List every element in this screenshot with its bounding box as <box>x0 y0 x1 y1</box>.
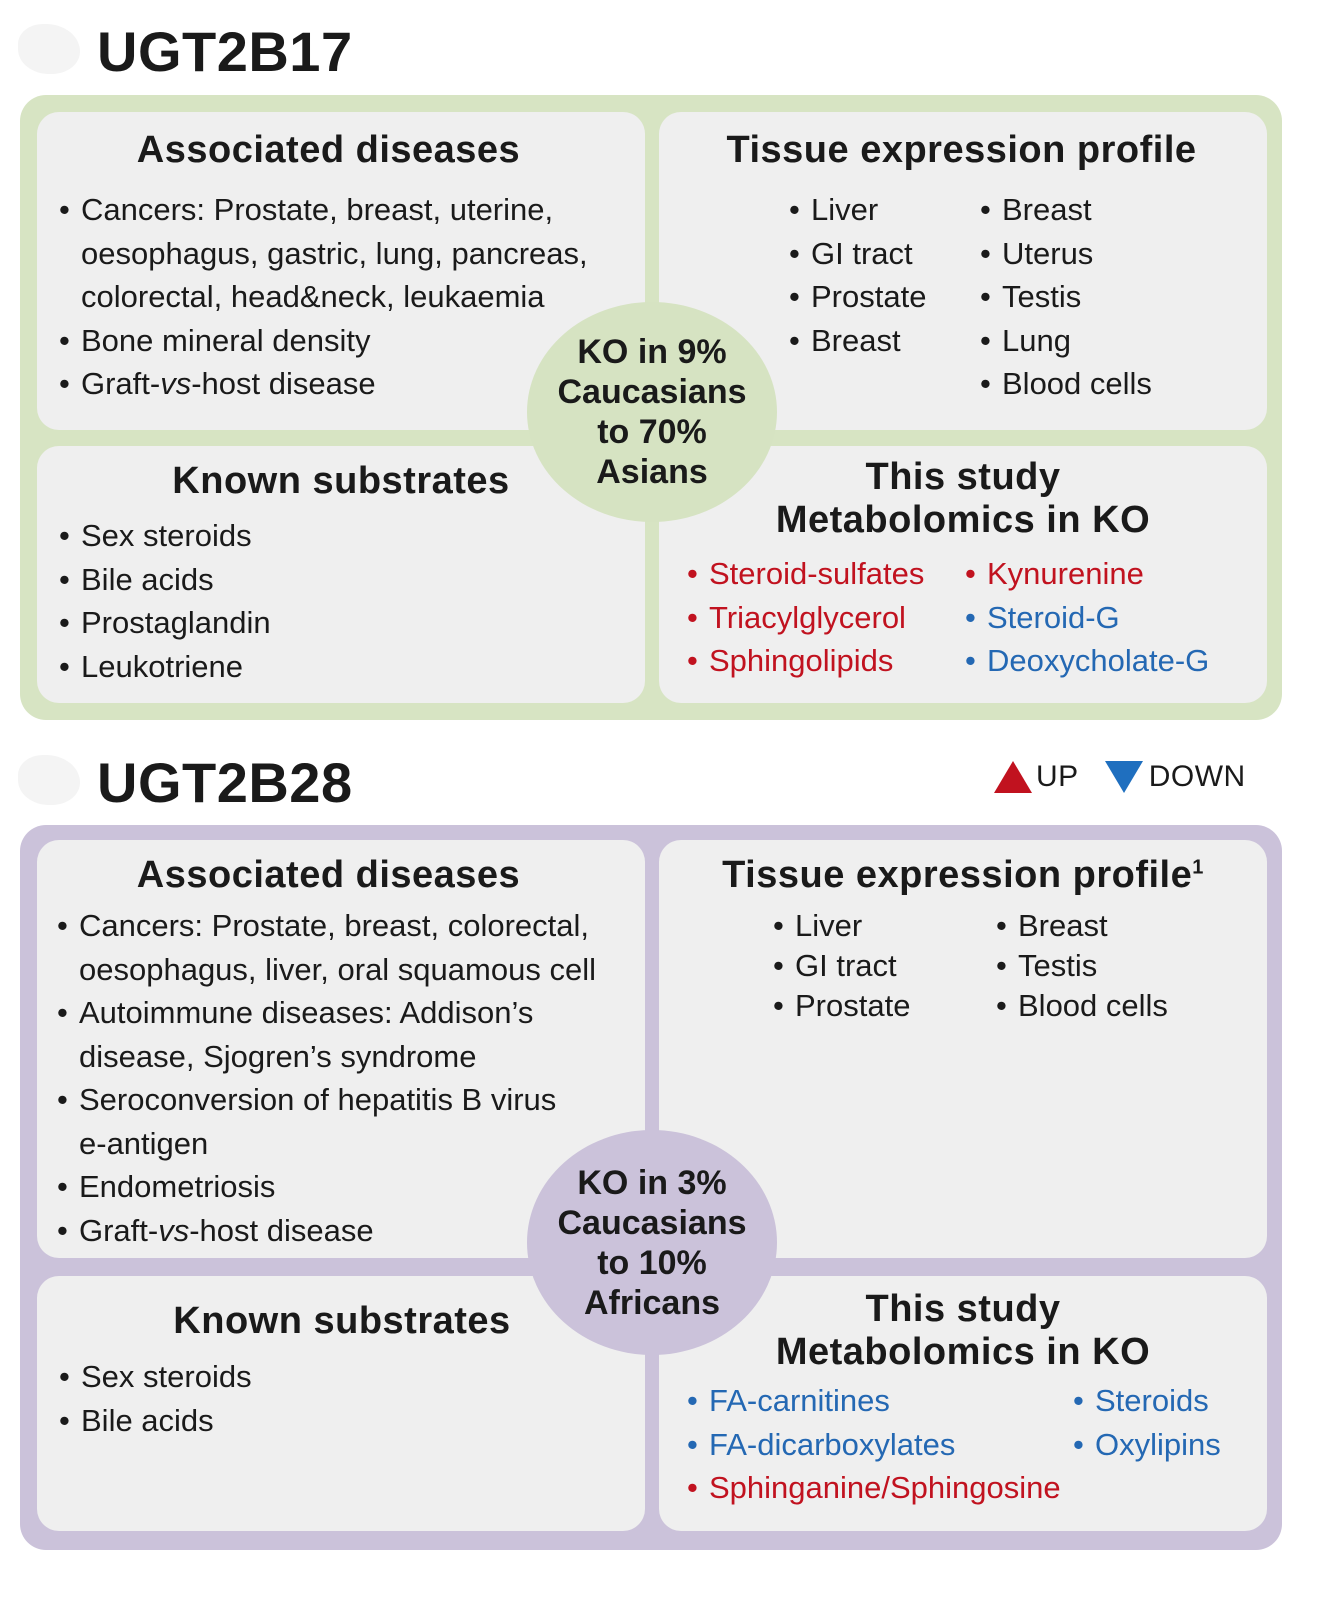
ugt2b17-substrates-panel: Known substrates Sex steroids Bile acids… <box>37 446 645 703</box>
list-item: Graft-vs-host disease <box>59 362 588 406</box>
list-item: Prostate <box>789 275 926 319</box>
legend-up-label: UP <box>1036 760 1079 793</box>
ugt2b17-study-panel: This study Metabolomics in KO Steroid-su… <box>659 446 1267 703</box>
study-title-line2: Metabolomics in KO <box>775 499 1151 541</box>
list-item: Lung <box>980 319 1152 363</box>
list-item: Uterus <box>980 232 1152 276</box>
ugt2b17-tissue-panel: Tissue expression profile Liver GI tract… <box>659 112 1267 430</box>
triangle-down-icon <box>1104 761 1143 793</box>
list-item: Bile acids <box>59 558 271 602</box>
list-item: Oxylipins <box>1073 1423 1221 1467</box>
list-item: Sex steroids <box>59 514 271 558</box>
list-item: Blood cells <box>996 986 1168 1026</box>
panel-title: Associated diseases <box>136 854 521 896</box>
legend: UP DOWN <box>994 760 1246 794</box>
list-item: Testis <box>996 946 1168 986</box>
list-item: Prostate <box>773 986 910 1026</box>
list-item: Steroid-sulfates <box>687 552 924 596</box>
footnote-marker: 1 <box>1192 856 1204 879</box>
list-item: Autoimmune diseases: Addison’s disease, … <box>57 991 596 1078</box>
list-item: Sphinganine/Sphingosine <box>687 1466 1061 1510</box>
list-item: Bile acids <box>59 1399 252 1443</box>
list-item: Sex steroids <box>59 1355 252 1399</box>
triangle-up-icon <box>994 761 1032 793</box>
ugt2b28-substrates-panel: Known substrates Sex steroids Bile acids <box>37 1276 645 1531</box>
panel-title: Known substrates <box>172 460 510 502</box>
list-item: Steroids <box>1073 1379 1221 1423</box>
list-item: Breast <box>789 319 926 363</box>
study-list-col1: FA-carnitines FA-dicarboxylates Sphingan… <box>687 1379 1061 1510</box>
list-item: Prostaglandin <box>59 601 271 645</box>
list-item: FA-dicarboxylates <box>687 1423 1061 1467</box>
study-list-col1: Steroid-sulfates Triacylglycerol Sphingo… <box>687 552 924 683</box>
study-title-line1: This study <box>865 1288 1061 1330</box>
ko-line: to 10% <box>597 1243 707 1282</box>
list-item: Leukotriene <box>59 645 271 689</box>
list-item: Cancers: Prostate, breast, uterine, oeso… <box>59 188 588 319</box>
title-blob-ugt2b17 <box>18 24 80 74</box>
ko-frequency-circle-ugt2b17: KO in 9% Caucasians to 70% Asians <box>527 302 777 522</box>
ko-frequency-circle-ugt2b28: KO in 3% Caucasians to 10% Africans <box>527 1130 777 1355</box>
tissue-list-col2: Breast Testis Blood cells <box>996 906 1168 1026</box>
list-item: Sphingolipids <box>687 639 924 683</box>
gene-title-ugt2b28: UGT2B28 <box>97 751 353 814</box>
tissue-list-col1: Liver GI tract Prostate <box>773 906 910 1026</box>
substrate-list: Sex steroids Bile acids Prostaglandin Le… <box>59 514 271 688</box>
list-item: FA-carnitines <box>687 1379 1061 1423</box>
study-list-col2: Kynurenine Steroid-G Deoxycholate-G <box>965 552 1209 683</box>
ko-line: Africans <box>583 1283 721 1322</box>
gene-title-ugt2b17: UGT2B17 <box>97 20 353 83</box>
study-title-line2: Metabolomics in KO <box>775 1331 1151 1373</box>
list-item: Breast <box>996 906 1168 946</box>
panel-title: Tissue expression profile1 <box>722 854 1204 896</box>
list-item: Bone mineral density <box>59 319 588 363</box>
panel-title: Tissue expression profile <box>726 129 1197 171</box>
ko-line: to 70% <box>597 413 707 451</box>
panel-title: Known substrates <box>173 1300 511 1342</box>
ugt2b28-diseases-panel: Associated diseases Cancers: Prostate, b… <box>37 840 645 1258</box>
list-item: Steroid-G <box>965 596 1209 640</box>
ugt2b17-diseases-panel: Associated diseases Cancers: Prostate, b… <box>37 112 645 430</box>
tissue-list-col1: Liver GI tract Prostate Breast <box>789 188 926 362</box>
list-item: Testis <box>980 275 1152 319</box>
list-item: Cancers: Prostate, breast, colorectal, o… <box>57 904 596 991</box>
study-list-col2: Steroids Oxylipins <box>1073 1379 1221 1466</box>
list-item: Deoxycholate-G <box>965 639 1209 683</box>
ko-line: KO in 3% <box>577 1163 727 1202</box>
list-item: GI tract <box>773 946 910 986</box>
title-blob-ugt2b28 <box>18 755 80 805</box>
disease-list: Cancers: Prostate, breast, colorectal, o… <box>57 904 596 1252</box>
ugt2b28-study-panel: This study Metabolomics in KO FA-carniti… <box>659 1276 1267 1531</box>
legend-down-label: DOWN <box>1148 760 1246 793</box>
list-item: Breast <box>980 188 1152 232</box>
disease-list: Cancers: Prostate, breast, uterine, oeso… <box>59 188 588 406</box>
list-item: Blood cells <box>980 362 1152 406</box>
ko-line: Caucasians <box>557 1203 747 1242</box>
list-item: Liver <box>789 188 926 232</box>
list-item: Kynurenine <box>965 552 1209 596</box>
list-item: GI tract <box>789 232 926 276</box>
list-item: Graft-vs-host disease <box>57 1209 596 1253</box>
list-item: Seroconversion of hepatitis B virus e-an… <box>57 1078 596 1165</box>
list-item: Liver <box>773 906 910 946</box>
list-item: Triacylglycerol <box>687 596 924 640</box>
ko-line: KO in 9% <box>577 333 727 371</box>
panel-title: Associated diseases <box>136 129 521 171</box>
study-title-line1: This study <box>865 456 1061 498</box>
ko-line: Caucasians <box>557 373 747 411</box>
substrate-list: Sex steroids Bile acids <box>59 1355 252 1442</box>
list-item: Endometriosis <box>57 1165 596 1209</box>
ko-line: Asians <box>596 453 708 491</box>
tissue-list-col2: Breast Uterus Testis Lung Blood cells <box>980 188 1152 406</box>
